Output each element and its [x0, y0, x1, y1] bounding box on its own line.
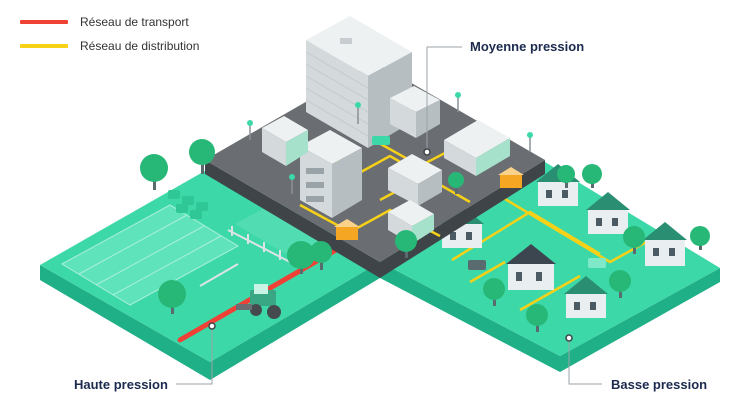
- tractor: [236, 284, 281, 319]
- tree: [582, 164, 602, 188]
- crop-rows: [78, 214, 222, 296]
- tree: [287, 241, 315, 274]
- small-building: [388, 154, 442, 206]
- legend-label-transport: Réseau de transport: [80, 15, 189, 29]
- leader-low: [568, 338, 602, 385]
- callout-leaders: [176, 46, 602, 385]
- legend-swatch-distribution: [20, 44, 68, 48]
- callout-high-pressure: Haute pression: [74, 377, 168, 392]
- tree: [690, 226, 710, 250]
- house: [586, 192, 630, 234]
- tree: [526, 304, 548, 332]
- fence: [199, 226, 291, 287]
- tree: [189, 139, 215, 174]
- gas-station: [444, 120, 510, 176]
- tree: [140, 154, 168, 190]
- tree: [158, 280, 186, 314]
- tree: [483, 278, 505, 306]
- tree: [448, 172, 464, 194]
- cars: [468, 258, 606, 270]
- legend-item-transport: Réseau de transport: [20, 14, 189, 30]
- residential-tile-side: [380, 262, 720, 372]
- house: [643, 222, 687, 266]
- leader-high: [176, 327, 213, 385]
- houses: [440, 164, 687, 318]
- legend-label-distribution: Réseau de distribution: [80, 39, 200, 53]
- legend-item-distribution: Réseau de distribution: [20, 38, 199, 54]
- small-building: [262, 116, 308, 166]
- tree: [623, 226, 645, 254]
- tree: [557, 165, 575, 188]
- legend-swatch-transport: [20, 20, 68, 24]
- city-tile: [205, 16, 545, 278]
- hay-bales: [168, 190, 208, 219]
- trees: [140, 139, 710, 332]
- city-tile-top: [205, 62, 545, 262]
- regulator-station: [334, 219, 360, 240]
- tree: [609, 270, 631, 298]
- tree: [395, 230, 417, 258]
- house: [506, 244, 556, 290]
- tree: [310, 241, 332, 270]
- apartment-building: [300, 130, 362, 218]
- callout-low-pressure: Basse pression: [611, 377, 708, 392]
- house: [564, 276, 608, 318]
- leader-medium: [426, 46, 462, 150]
- callout-dots: [208, 148, 573, 342]
- callout-medium-pressure: Moyenne pression: [470, 39, 585, 54]
- office-tower: [305, 16, 412, 148]
- car: [372, 136, 390, 145]
- regulator-station: [498, 167, 524, 188]
- street-lamps: [249, 96, 531, 194]
